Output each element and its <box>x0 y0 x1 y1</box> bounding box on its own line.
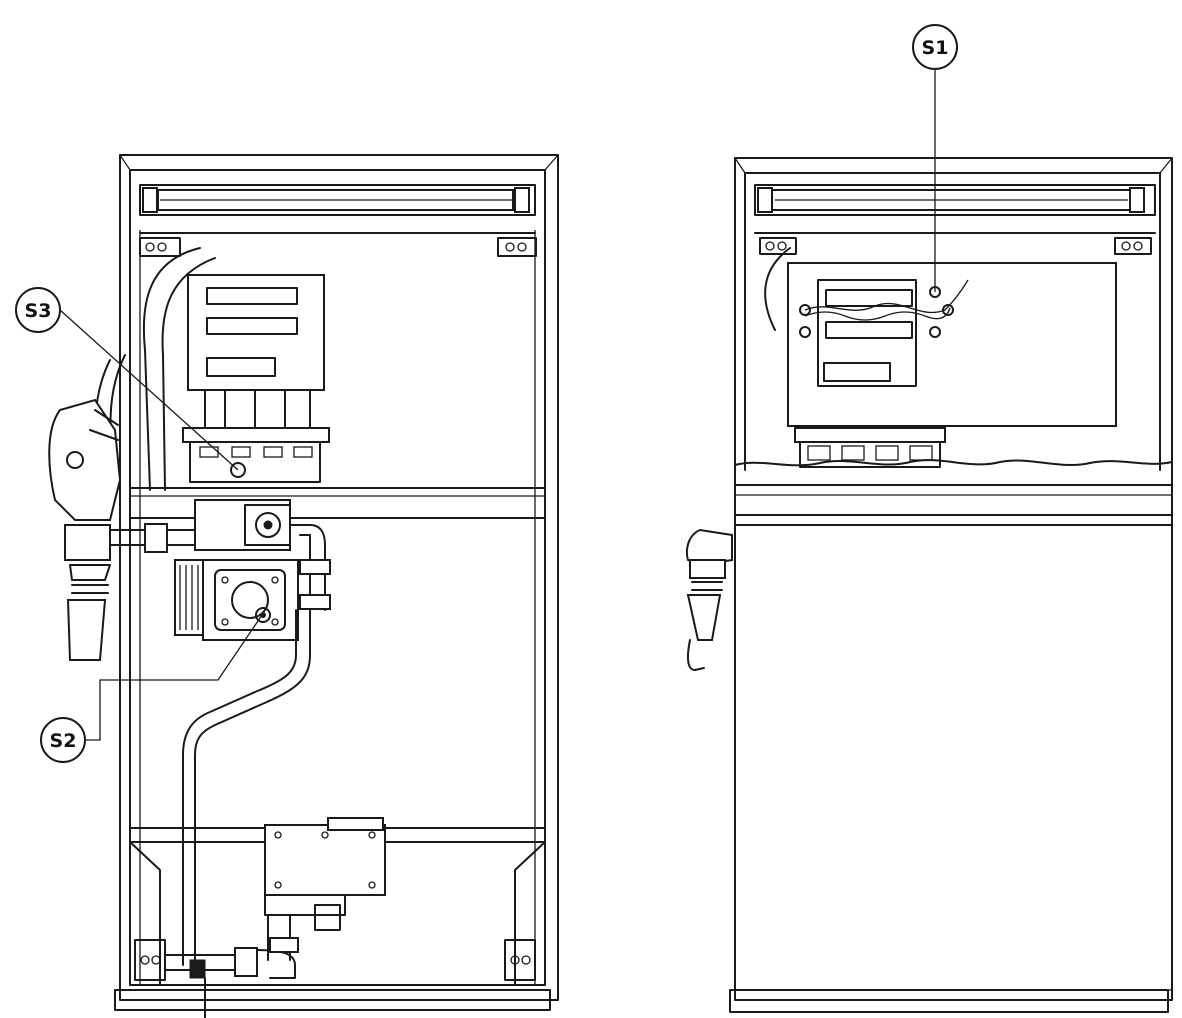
callout-s2-label: S2 <box>50 730 77 752</box>
callout-s1: S1 <box>912 24 958 292</box>
callout-s1-label: S1 <box>922 37 949 59</box>
left-lamp-tube <box>139 184 536 216</box>
right-computer-head <box>787 262 1117 427</box>
callout-s3-label: S3 <box>25 300 52 322</box>
right-hose <box>764 247 791 331</box>
left-computer-head <box>187 274 325 391</box>
left-top-bolts <box>139 237 537 257</box>
left-cabinet-frame <box>114 154 559 1011</box>
right-nozzle <box>685 528 733 671</box>
left-outlet-pipe <box>182 609 311 1018</box>
left-pump-unit <box>109 462 331 641</box>
callout-s3: S3 <box>15 287 239 471</box>
right-mid-beam <box>734 484 1173 526</box>
right-top-bolts <box>759 237 1152 255</box>
right-lower-panel <box>734 524 1173 991</box>
left-nozzle <box>48 398 122 661</box>
right-cutaway-edge <box>734 459 1173 467</box>
left-mid-beam <box>129 487 546 519</box>
left-bottom-bolts <box>134 939 536 981</box>
left-control-box <box>264 817 386 961</box>
right-dispenser <box>685 157 1173 1013</box>
left-lower-coupling <box>164 937 299 979</box>
left-meter-stack <box>182 389 330 483</box>
right-lamp-tube <box>754 184 1156 216</box>
right-meter-stack <box>794 427 946 468</box>
left-dispenser <box>48 154 559 1018</box>
callout-s2: S2 <box>40 614 263 763</box>
